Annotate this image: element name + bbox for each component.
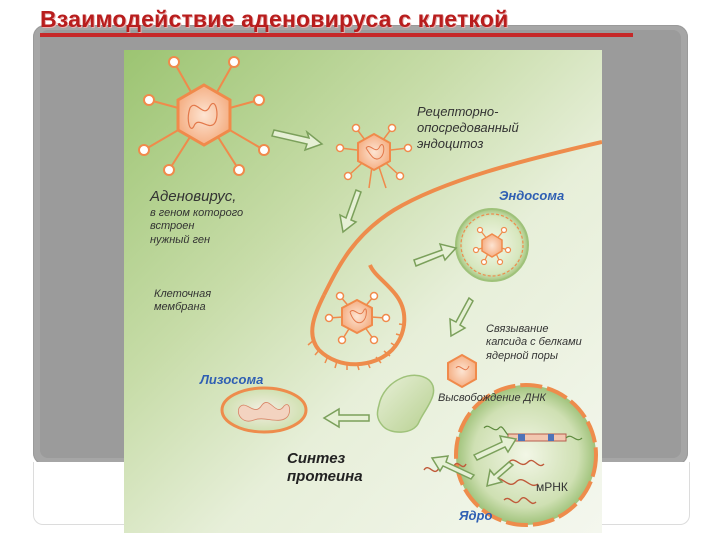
- label-endosome: Эндосома: [499, 188, 564, 204]
- label-gene-note: в геном которого встроен нужный ген: [150, 207, 243, 247]
- lysosome: [222, 388, 306, 432]
- title-underline: [40, 33, 633, 37]
- endosome: [456, 209, 528, 281]
- adenovirus-diagram: Аденовирус, в геном которого встроен нуж…: [124, 50, 602, 533]
- capsid-at-nuclear-pore: [448, 355, 476, 387]
- label-adenovirus: Аденовирус,: [150, 188, 236, 206]
- label-capsid-binding: Связывание капсида с белками ядерной пор…: [486, 323, 582, 363]
- label-protein-synthesis: Синтез протеина: [287, 450, 363, 487]
- slide-title: Взаимодействие аденовируса с клеткой: [40, 6, 508, 33]
- label-mrna: мРНК: [536, 480, 568, 495]
- label-lysosome: Лизосома: [200, 372, 263, 388]
- label-nucleus: Ядро: [459, 508, 492, 524]
- label-cell-membrane: Клеточная мембрана: [154, 288, 211, 315]
- label-receptor-endocytosis: Рецепторно- опосредованный эндоцитоз: [417, 104, 519, 152]
- label-dna-release: Высвобождение ДНК: [438, 392, 546, 405]
